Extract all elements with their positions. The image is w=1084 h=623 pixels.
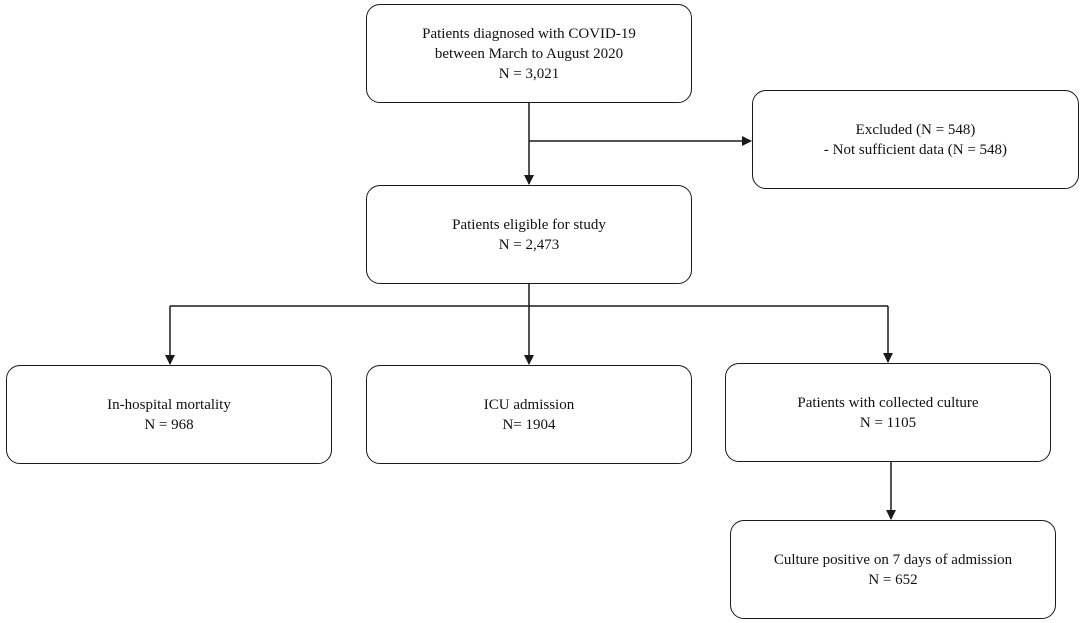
box-collected-culture: Patients with collected culture N = 1105	[725, 363, 1051, 462]
culture-count: N = 1105	[859, 414, 917, 431]
eligible-count: N = 2,473	[498, 236, 560, 253]
excluded-line1: Excluded (N = 548)	[855, 121, 976, 138]
mortality-line1: In-hospital mortality	[107, 396, 231, 413]
box-in-hospital-mortality: In-hospital mortality N = 968	[6, 365, 332, 464]
positive-count: N = 652	[868, 571, 918, 588]
eligible-line1: Patients eligible for study	[452, 216, 606, 233]
culture-line1: Patients with collected culture	[797, 394, 979, 411]
mortality-count: N = 968	[144, 416, 194, 433]
box-excluded: Excluded (N = 548) - Not sufficient data…	[752, 90, 1079, 189]
box-eligible-patients: Patients eligible for study N = 2,473	[366, 185, 692, 284]
box-diagnosed-patients: Patients diagnosed with COVID-19 between…	[366, 4, 692, 103]
icu-line1: ICU admission	[483, 396, 575, 413]
box-icu-admission: ICU admission N= 1904	[366, 365, 692, 464]
diagnosed-line1: Patients diagnosed with COVID-19	[422, 25, 636, 42]
box-culture-positive: Culture positive on 7 days of admission …	[730, 520, 1056, 619]
positive-line1: Culture positive on 7 days of admission	[773, 551, 1013, 568]
diagnosed-line2: between March to August 2020	[434, 45, 624, 62]
excluded-line2: - Not sufficient data (N = 548)	[823, 141, 1008, 158]
diagnosed-count: N = 3,021	[498, 65, 560, 82]
icu-count: N= 1904	[502, 416, 556, 433]
